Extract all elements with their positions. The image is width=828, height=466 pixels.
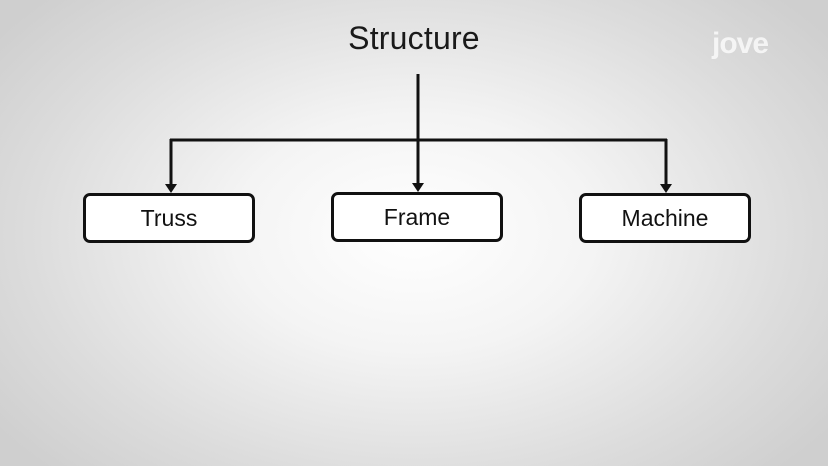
- node-truss: Truss: [83, 193, 255, 243]
- node-truss-label: Truss: [140, 204, 198, 231]
- node-machine: Machine: [579, 193, 751, 243]
- arrowhead-truss: [165, 184, 177, 193]
- root-node-label: Structure: [348, 20, 480, 56]
- node-machine-label: Machine: [621, 204, 709, 231]
- jove-logo: jove: [712, 27, 769, 60]
- node-frame: Frame: [331, 192, 503, 242]
- node-frame-label: Frame: [383, 203, 451, 230]
- arrowhead-machine: [660, 184, 672, 193]
- arrowhead-frame: [412, 183, 424, 192]
